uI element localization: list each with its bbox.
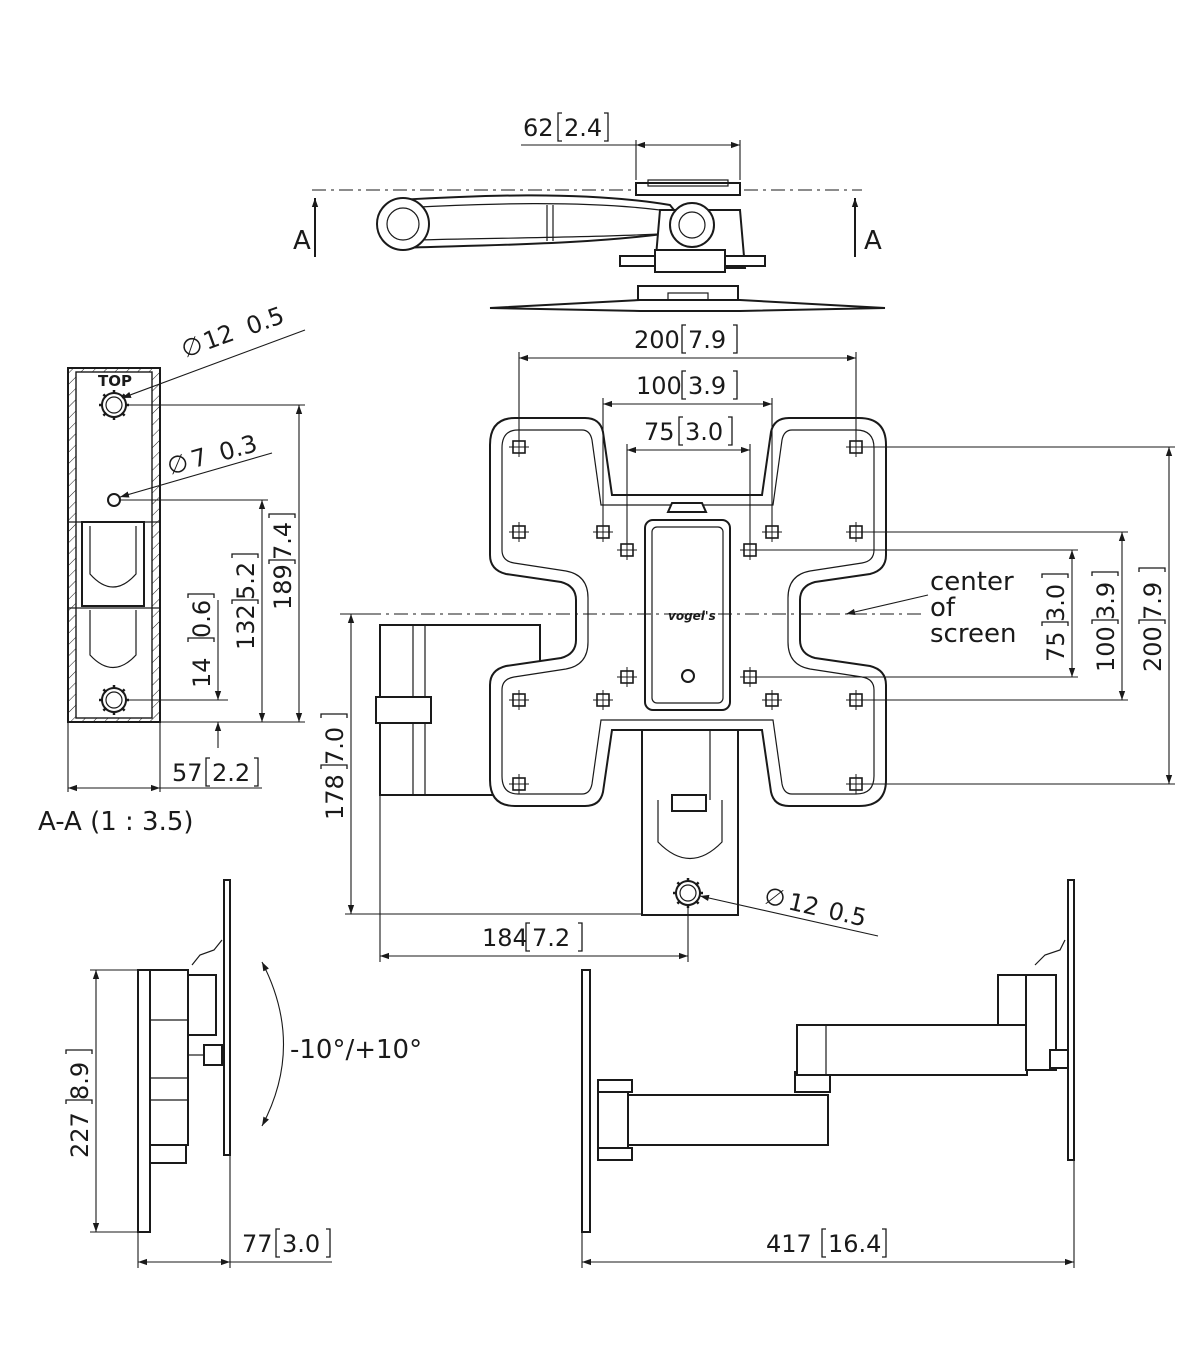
dim-200v-value: 200 xyxy=(1139,626,1167,672)
dim-14-inch: 0.6 xyxy=(188,600,216,638)
dim-100h-inch: 3.9 xyxy=(688,372,726,400)
top-marking: TOP xyxy=(98,372,132,390)
dim-62-inch: 2.4 xyxy=(564,114,602,142)
dim-227-value: 227 xyxy=(66,1112,94,1158)
center-note-2: of xyxy=(930,593,956,623)
dim-200h-inch: 7.9 xyxy=(688,326,726,354)
dia7-inch: 0.3 xyxy=(216,429,260,466)
small-hole xyxy=(107,493,121,507)
top-view: A A 62 2.4 xyxy=(293,112,886,312)
wall-plate-extended xyxy=(581,969,591,1233)
dim-75v-value: 75 xyxy=(1042,631,1070,662)
dim-100h-value: 100 xyxy=(636,372,682,400)
arm-joint xyxy=(376,197,430,251)
dim-184-inch: 7.2 xyxy=(532,924,570,952)
front-dia-inch: 0.5 xyxy=(826,897,869,933)
dim-200h-value: 200 xyxy=(634,326,680,354)
section-caption: A-A (1 : 3.5) xyxy=(38,807,194,837)
dim-77-value: 77 xyxy=(242,1230,273,1258)
extended-view: 417 16.4 xyxy=(581,879,1075,1268)
section-label-left: A xyxy=(293,226,311,256)
dim-77-inch: 3.0 xyxy=(282,1230,320,1258)
dim-57-value: 57 xyxy=(172,759,203,787)
side-view: -10°/+10° 227 8.9 77 3.0 xyxy=(65,879,422,1268)
dia7-value: 7 xyxy=(188,443,210,474)
dia7-symbol: ∅ xyxy=(164,448,192,481)
dim-189-value: 189 xyxy=(269,564,297,610)
brand-logo: vogel's xyxy=(668,609,716,623)
gear-hole-bottom xyxy=(97,683,131,717)
section-label-right: A xyxy=(864,226,882,256)
vesa-plate-top xyxy=(489,299,886,312)
dia12-value: 12 xyxy=(199,319,237,356)
dim-75h-value: 75 xyxy=(644,418,675,446)
dim-132-inch: 5.2 xyxy=(232,562,260,600)
dim-184-value: 184 xyxy=(482,924,528,952)
dim-417-inch: 16.4 xyxy=(828,1230,881,1258)
front-dia-symbol: ∅ xyxy=(762,882,789,914)
upper-arm xyxy=(796,1024,1028,1076)
dim-227-inch: 8.9 xyxy=(66,1062,94,1100)
center-note-3: screen xyxy=(930,619,1016,649)
dim-14-value: 14 xyxy=(188,657,216,688)
dim-62-value: 62 xyxy=(523,114,554,142)
tilt-range: -10°/+10° xyxy=(290,1035,422,1065)
front-dia-value: 12 xyxy=(786,888,822,922)
front-view: vogel's 200 7.9 100 3.9 75 3.0 xyxy=(320,324,1175,962)
lower-arm xyxy=(627,1094,829,1146)
wall-plate-hole xyxy=(671,876,705,910)
dim-200v-inch: 7.9 xyxy=(1139,582,1167,620)
dia12-inch: 0.5 xyxy=(242,301,287,340)
wall-plate-side xyxy=(137,969,151,1233)
dim-132-value: 132 xyxy=(232,604,260,650)
section-view: TOP ∅ 12 0.5 ∅ 7 0.3 14 0.6 132 5.2 189 … xyxy=(38,301,306,837)
dim-57-inch: 2.2 xyxy=(212,759,250,787)
dim-75h-inch: 3.0 xyxy=(685,418,723,446)
dim-178-inch: 7.0 xyxy=(321,727,349,765)
dim-75v-inch: 3.0 xyxy=(1042,584,1070,622)
dim-100v-inch: 3.9 xyxy=(1092,582,1120,620)
dim-100v-value: 100 xyxy=(1092,626,1120,672)
wall-bracket-top xyxy=(635,182,741,196)
dim-178-value: 178 xyxy=(321,774,349,820)
center-column xyxy=(644,519,731,711)
vesa-plate-side xyxy=(223,879,231,1156)
center-note-1: center xyxy=(930,567,1014,597)
vesa-plate-extended xyxy=(1067,879,1075,1161)
gear-hole-top xyxy=(97,388,131,422)
dim-189-inch: 7.4 xyxy=(269,522,297,560)
dim-417-value: 417 xyxy=(766,1230,812,1258)
